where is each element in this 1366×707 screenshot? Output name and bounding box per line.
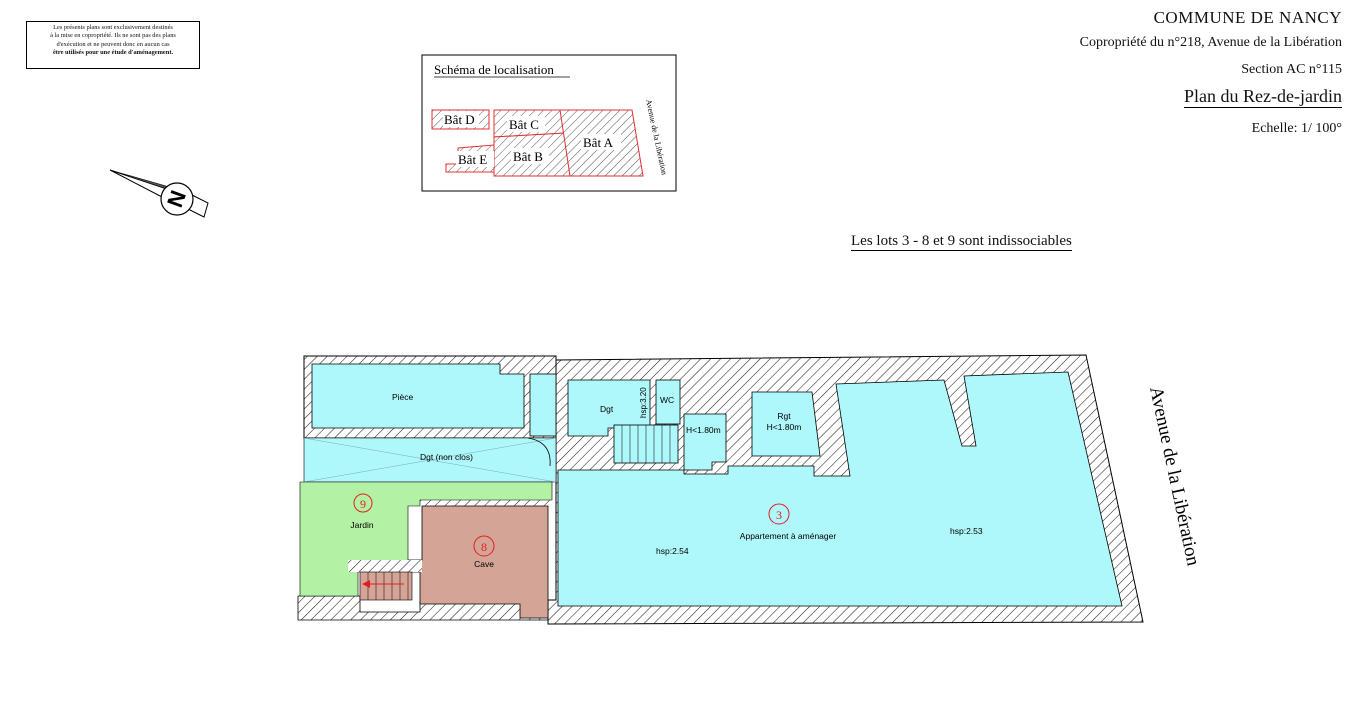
north-arrow-icon: N: [109, 169, 209, 218]
hsp-320-label: hsp:3.20: [639, 387, 648, 418]
disclaimer-line: être utilisés pour une étude d'aménageme…: [52, 49, 174, 57]
room-appartement-label: Appartement à aménager: [740, 531, 837, 541]
building-d-label: Bât D: [444, 112, 475, 127]
stairs-arrow-icon: [362, 580, 370, 588]
room-dgt: [567, 379, 651, 437]
hsp-253-label: hsp:2.53: [950, 526, 983, 536]
room-low-ceiling-label: H<1.80m: [686, 425, 721, 435]
lot-8-number: 8: [481, 540, 487, 554]
location-schema-title: Schéma de localisation: [434, 62, 554, 77]
copropriete-address: Copropriété du n°218, Avenue de la Libér…: [1079, 35, 1342, 50]
lot-3-circle: [768, 503, 790, 525]
street-label: Avenue de la Libération: [1145, 385, 1204, 569]
lot-9-circle: [353, 493, 373, 513]
lot-8-circle: [473, 535, 495, 557]
room-appartement: [557, 371, 1123, 607]
lot-3-number: 3: [776, 508, 782, 522]
cave-stairs: [359, 571, 413, 601]
room-wc: [655, 379, 681, 425]
room-jardin-label: Jardin: [350, 520, 373, 530]
disclaimer-box: Les présents plans sont exclusivement de…: [26, 21, 200, 69]
building-a-label: Bât A: [583, 135, 614, 150]
location-schema: Schéma de localisation Bât D Bât C Bât B…: [421, 54, 677, 192]
room-piece-label: Pièce: [392, 392, 414, 402]
room-rgt-height-label: H<1.80m: [767, 422, 802, 432]
building-b-label: Bât B: [513, 149, 543, 164]
room-piece: [311, 363, 525, 429]
lots-note: Les lots 3 - 8 et 9 sont indissociables: [851, 233, 1072, 251]
hsp-254-label: hsp:2.54: [656, 546, 689, 556]
building-e-label: Bât E: [458, 152, 487, 167]
room-passage: [529, 373, 557, 437]
title-block: COMMUNE DE NANCY Copropriété du n°218, A…: [1080, 8, 1342, 137]
room-dgt-label: Dgt: [600, 404, 614, 414]
room-cave-label: Cave: [474, 559, 494, 569]
room-rgt: [751, 391, 821, 457]
room-dgt-non-clos-label: Dgt (non clos): [420, 452, 473, 462]
room-wc-label: WC: [660, 395, 674, 405]
disclaimer-line: d'exécution et ne peuvent donc en aucun …: [56, 40, 170, 48]
scale-label: Echelle: 1/ 100°: [1251, 121, 1342, 136]
room-rgt-label: Rgt: [777, 411, 791, 421]
building-c-label: Bât C: [509, 117, 539, 132]
room-low-ceiling: [683, 413, 727, 471]
door-swing-icon: [527, 437, 551, 467]
cadastral-section: Section AC n°115: [1241, 62, 1342, 77]
plan-title: Plan du Rez-de-jardin: [1184, 86, 1342, 108]
commune-title: COMMUNE DE NANCY: [1153, 8, 1342, 27]
lot-9-number: 9: [360, 497, 366, 511]
disclaimer-line: Les présents plans sont exclusivement de…: [53, 24, 173, 31]
disclaimer-line: à la mise en copropriété. Ils ne sont pa…: [50, 32, 176, 40]
main-stairs: [613, 424, 679, 464]
